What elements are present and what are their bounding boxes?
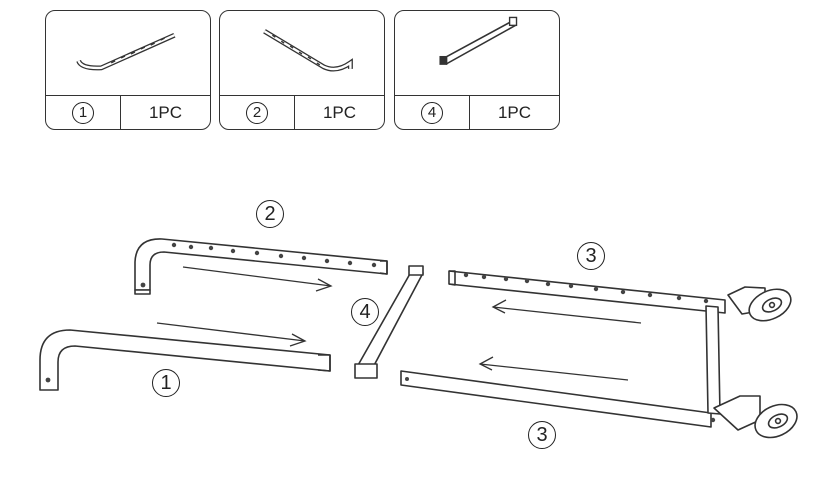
part-quantity: 1PC (322, 102, 357, 122)
callout-part-4: 4 (351, 298, 379, 326)
part-number-badge: 2 (246, 101, 268, 124)
callout-part-3-upper: 3 (577, 242, 605, 270)
part-2-thumbnail (263, 29, 353, 72)
arrow-left-icon (478, 356, 629, 381)
arrow-right-icon (156, 322, 307, 347)
part-card-2: 2 1PC (219, 10, 385, 130)
part-quantity: 1PC (497, 102, 532, 122)
direction-arrows (156, 266, 642, 381)
arrow-right-icon (182, 266, 333, 292)
callout-part-2: 2 (256, 200, 284, 228)
part-card-1: 1 1PC (45, 10, 211, 130)
part-quantity: 1PC (148, 102, 183, 122)
part-card-4: 4 1PC (394, 10, 560, 130)
caster-bottom (713, 395, 798, 439)
caster-top (727, 286, 792, 322)
arrow-left-icon (491, 299, 642, 324)
callout-part-3-lower: 3 (528, 421, 556, 449)
part-number-badge: 1 (72, 101, 94, 124)
part-3-frame (400, 270, 726, 428)
part-1-rail (39, 329, 331, 391)
bolt-holes (45, 242, 716, 423)
part-2-rail (134, 238, 388, 295)
callout-part-1: 1 (152, 369, 180, 397)
part-4-bar (354, 265, 424, 379)
part-number-badge: 4 (421, 101, 443, 124)
part-4-thumbnail (439, 16, 518, 65)
part-1-thumbnail (76, 32, 176, 71)
